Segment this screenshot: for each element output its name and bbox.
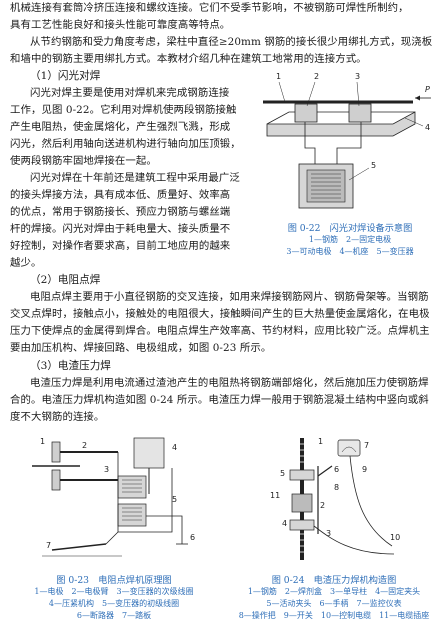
paragraph-line: 的优点，常用于钢筋接长、预应力钢筋与螺丝端 [10, 206, 231, 218]
movable-clamp [289, 469, 315, 481]
paragraph-line: 交叉点焊时，接触点小，接触处的电阻很大，接触瞬间产生的巨大热量使金属熔化，在电极 [10, 308, 430, 320]
machine-base [266, 111, 416, 137]
label-4: 4 [425, 123, 430, 132]
section-heading-flash-butt-welding: （1）闪光对焊 [30, 70, 101, 82]
label-8: 8 [334, 483, 339, 492]
press-mechanism [133, 437, 165, 469]
figure-0-24-electroslag-welder: 1 2 3 4 5 6 7 8 9 10 11 [270, 437, 400, 560]
primary-coil [117, 503, 147, 527]
section-heading-electroslag-pressure-welding: （3）电渣压力焊 [30, 360, 111, 372]
figure-0-22-caption: 图 0-22 闪光对焊设备示意图 [287, 223, 413, 234]
paragraph-line: 的接头焊接方法，具有成本低、质量好、效率高 [10, 189, 231, 201]
paragraph-line: 好控制，对操作者要求高，目前工地应用的越来 [10, 240, 231, 252]
section-heading-resistance-spot-welding: （2）电阻点焊 [30, 274, 101, 286]
label-6: 6 [334, 465, 339, 474]
intro-line-2: 具有工艺性能良好和接头性能可靠度高等特点。 [10, 19, 231, 31]
label-1: 1 [318, 437, 323, 446]
flux-box [291, 493, 313, 513]
paragraph-line: 闪光，然后利用轴向送进机构进行轴向加压顶锻， [10, 138, 241, 150]
label-2: 2 [82, 441, 87, 450]
label-5: 5 [172, 495, 177, 504]
figure-0-23-caption: 图 0-23 电阻点焊机原理图 [56, 575, 172, 586]
figure-0-24-legend-line-3: 8—操作把 9—开关 10—控制电缆 11—电缆插座 [238, 611, 430, 620]
figure-0-23-legend-line-3: 6—断路器 7—踏板 [76, 611, 152, 620]
figure-0-23-legend-line-2: 4—压紧机构 5—变压器的初级线圈 [48, 599, 180, 608]
paragraph-line: 合的。电渣压力焊机构造如图 0-24 所示。电渣压力焊一般用于钢筋混凝土结构中竖… [10, 394, 429, 406]
paragraph-line: 压力下使焊点的金属得到焊合。电阻点焊生产效率高、节约材料，应用比较广泛。点焊机主 [10, 325, 430, 337]
label-7: 7 [46, 541, 51, 550]
figure-0-22-flash-butt-welder: P 1 2 3 4 5 [263, 72, 431, 209]
handle [317, 465, 333, 477]
control-cable [349, 455, 393, 547]
label-6: 6 [190, 533, 195, 542]
paragraph-line: 工作，见图 0-22。它利用对焊机使两段钢筋接触 [10, 104, 237, 116]
label-5: 5 [371, 161, 376, 170]
label-1: 1 [40, 437, 45, 446]
figure-0-24-caption: 图 0-24 电渣压力焊机构造图 [271, 575, 397, 586]
paragraph-line: 使两段钢筋牢固地焊接在一起。 [10, 155, 157, 167]
paragraph-line: 闪光对焊主要是使用对焊机来完成钢筋连接 [30, 87, 230, 99]
label-4: 4 [282, 519, 287, 528]
label-3: 3 [104, 465, 109, 474]
paragraph-line: 杆的焊接。闪光对焊由于耗电量大、接头质量不 [10, 223, 231, 235]
intro-line-4: 和墙中的钢筋主要用绑扎方式。本教材介绍几种在建筑工地常用的连接方式。 [10, 53, 367, 65]
figure-0-23-legend-line-1: 1—电极 2—电极臂 3—变压器的次级线圈 [34, 587, 194, 596]
paragraph-line: 闪光对焊在十年前还是建筑工程中采用最广泛 [30, 172, 240, 184]
circuit-breaker [146, 515, 183, 544]
label-9: 9 [362, 465, 367, 474]
label-10: 10 [390, 533, 400, 542]
paragraph-line: 越少。 [10, 257, 42, 269]
lower-electrode [51, 469, 61, 491]
paragraph-line: 电阻点焊主要用于小直径钢筋的交叉连接，如用来焊接钢筋网片、钢筋骨架等。当钢筋 [30, 291, 429, 303]
label-4: 4 [172, 443, 177, 452]
label-11: 11 [270, 491, 280, 500]
label-2: 2 [314, 72, 319, 81]
paragraph-line: 产生电阻热，使金属熔化，产生强烈飞溅，形成 [10, 121, 231, 133]
label-3: 3 [355, 72, 360, 81]
label-5: 5 [280, 469, 285, 478]
paragraph-line: 要由加压机构、焊接回路、电极组成，如图 0-23 所示。 [10, 342, 272, 354]
figure-0-22-legend-line-1: 1—钢筋 2—固定电极 [308, 235, 392, 244]
fixed-clamp [289, 519, 315, 531]
movable-electrode [348, 103, 372, 123]
force-label-p: P [425, 85, 430, 94]
upper-electrode [51, 441, 61, 463]
monitor-meter [337, 439, 361, 457]
secondary-coil [117, 475, 147, 499]
pedal [51, 543, 107, 551]
label-7: 7 [364, 441, 369, 450]
fixed-electrode [294, 103, 318, 123]
label-3: 3 [326, 529, 331, 538]
paragraph-line: 度不大钢筋的连接。 [10, 411, 105, 423]
paragraph-line: 电渣压力焊是利用电流通过渣池产生的电阻热将钢筋端部熔化，然后施加压力使钢筋焊 [30, 377, 429, 389]
label-1: 1 [276, 72, 281, 81]
intro-line-1: 机械连接有套筒冷挤压连接和螺纹连接。它们不受季节影响，不被钢筋可焊性所制约， [10, 2, 409, 14]
label-2: 2 [320, 501, 325, 510]
figure-0-24-legend-line-2: 5—活动夹头 6—手柄 7—监控仪表 [266, 599, 402, 608]
intro-line-3: 从节约钢筋和受力角度考虑，梁柱中直径≥20mm 钢筋的接长很少用绑扎方式，现浇板 [30, 36, 433, 48]
figure-0-23-spot-welder-diagram: 1 2 3 4 5 6 7 [32, 437, 195, 557]
figure-0-24-legend-line-1: 1—钢筋 2—焊剂盒 3—单导柱 4—固定夹头 [247, 587, 421, 596]
figure-0-22-legend-line-2: 3—可动电极 4—机座 5—变压器 [286, 247, 414, 256]
